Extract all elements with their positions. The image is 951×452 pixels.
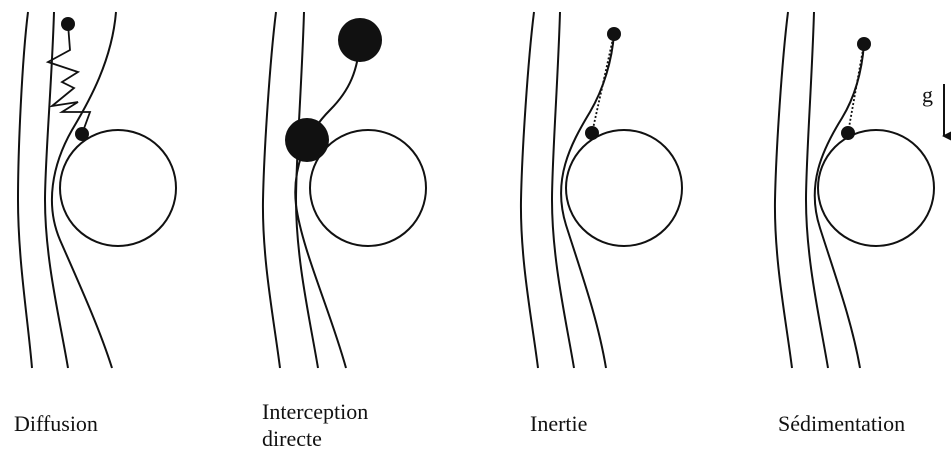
streamline [773, 11, 793, 369]
streamline [804, 11, 829, 369]
streamline [813, 43, 865, 369]
particle-trajectory [591, 33, 615, 134]
streamline [560, 33, 615, 369]
label-interception-line1: Interception [262, 399, 369, 424]
particle-trajectory [847, 43, 865, 134]
label-inertie: Inertie [530, 411, 588, 436]
streamline [294, 39, 361, 369]
particle [607, 27, 621, 41]
label-sedimentation: Sédimentation [778, 411, 906, 436]
streamline [50, 11, 117, 369]
particle [857, 37, 871, 51]
particle-captured [75, 127, 89, 141]
label-diffusion: Diffusion [14, 411, 98, 436]
panel-inertie [519, 11, 683, 369]
streamline [261, 11, 281, 369]
particle-large-captured [285, 118, 329, 162]
panel-diffusion [16, 11, 177, 369]
streamline [519, 11, 539, 369]
panel-sedimentation [773, 11, 951, 369]
brownian-path [45, 23, 92, 135]
panel-interception [261, 11, 427, 369]
streamline [16, 11, 33, 369]
collector-fiber [565, 129, 683, 247]
particle-captured [841, 126, 855, 140]
streamline [43, 11, 69, 369]
gravity-label: g [922, 82, 933, 107]
collector-fiber [59, 129, 177, 247]
streamline [294, 11, 319, 369]
particle-captured [585, 126, 599, 140]
particle-large [338, 18, 382, 62]
streamline [550, 11, 575, 369]
label-interception-line2: directe [262, 426, 322, 451]
collector-fiber [817, 129, 935, 247]
particle [61, 17, 75, 31]
collector-fiber [309, 129, 427, 247]
